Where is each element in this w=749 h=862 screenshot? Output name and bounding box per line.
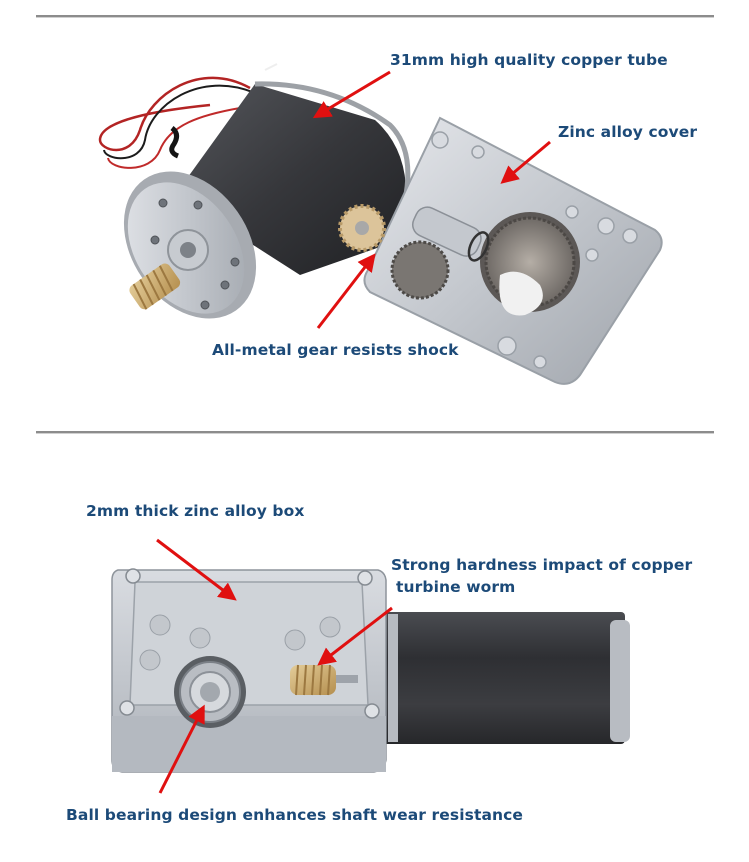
label-zinc-box: 2mm thick zinc alloy box [86,502,305,520]
label-copper-tube: 31mm high quality copper tube [390,51,668,69]
label-zinc-cover: Zinc alloy cover [558,123,698,141]
label-ball-bearing: Ball bearing design enhances shaft wear … [66,806,524,824]
middle-divider [36,431,714,433]
label-copper-worm-line1: Strong hardness impact of copper [391,556,693,574]
label-metal-gear: All-metal gear resists shock [212,341,459,359]
zinc-alloy-box [111,568,387,773]
dc-motor-top [123,81,411,319]
top-divider [36,15,714,17]
label-copper-worm-line2: turbine worm [396,578,516,596]
wires [98,63,278,169]
dc-motor-bottom [380,612,630,744]
gearbox-cover-top [338,116,663,385]
